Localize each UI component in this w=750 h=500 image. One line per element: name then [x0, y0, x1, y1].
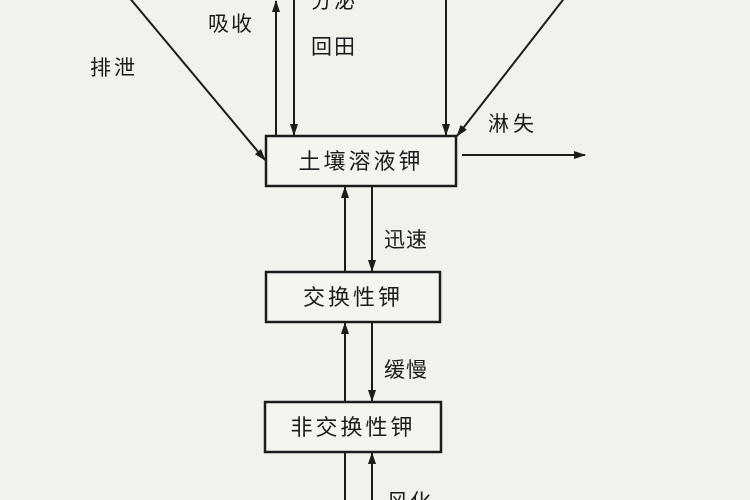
secretion-label: 分泌 — [311, 0, 357, 13]
weathering-label: 风化 — [387, 490, 433, 500]
excretion-arrow — [130, 0, 266, 161]
fast-label: 迅速 — [384, 228, 428, 252]
excretion-label: 排泄 — [90, 56, 138, 80]
return-field-label: 回田 — [311, 35, 357, 59]
soil-solution-label: 土壤溶液钾 — [298, 150, 423, 175]
absorption-label: 吸收 — [208, 12, 254, 36]
slow-label: 缓慢 — [384, 358, 428, 382]
leaching-label: 淋失 — [488, 112, 538, 136]
non-exchangeable-label: 非交换性钾 — [290, 416, 415, 441]
input-arrow — [456, 0, 565, 137]
soil-solution-box — [264, 134, 458, 188]
exchangeable-label: 交换性钾 — [303, 286, 403, 311]
non-exchangeable-box — [263, 400, 443, 454]
exchangeable-box — [264, 270, 442, 324]
